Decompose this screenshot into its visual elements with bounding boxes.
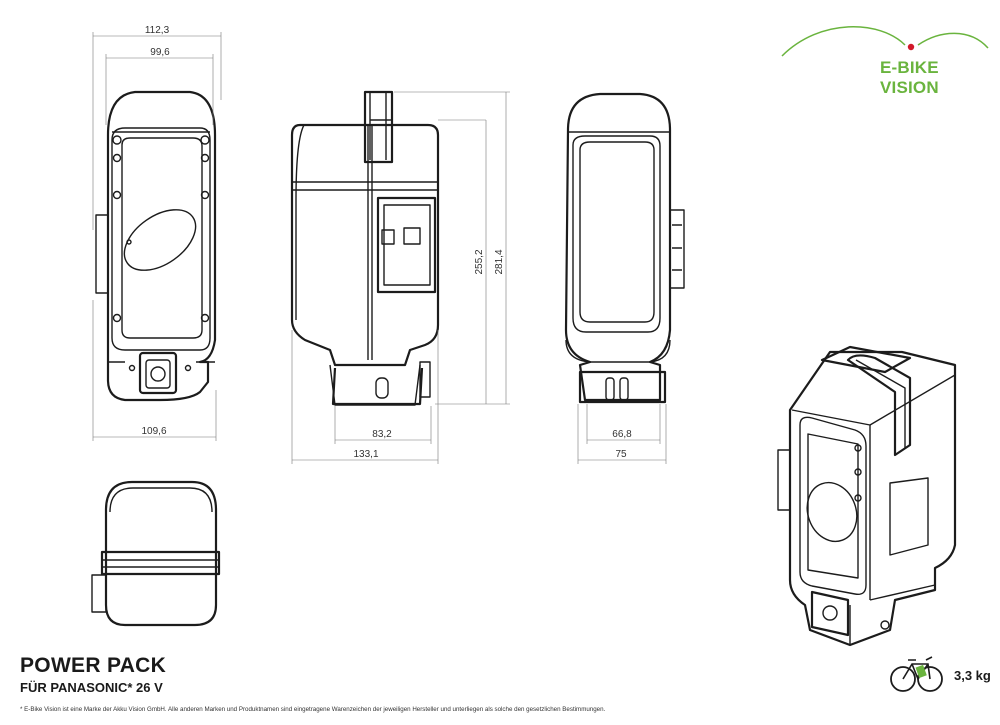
side-view xyxy=(290,90,440,406)
product-weight: 3,3 kg xyxy=(954,668,991,683)
product-title: POWER PACK xyxy=(20,654,167,677)
product-subtitle: FÜR PANASONIC* 26 V xyxy=(20,680,163,695)
footnote: * E-Bike Vision ist eine Marke der Akku … xyxy=(20,706,606,713)
dim-front-overall-width: 112,3 xyxy=(145,25,170,36)
dim-side-height-overall: 281,4 xyxy=(494,249,505,274)
dim-side-base-width: 83,2 xyxy=(372,429,392,440)
top-view xyxy=(91,480,221,627)
dim-front-top-width: 99,6 xyxy=(150,47,170,58)
dim-back-base-width: 66,8 xyxy=(612,429,632,440)
back-dimensions: 66,8 75 xyxy=(577,404,667,464)
side-dimensions: 255,2 281,4 83,2 133,1 xyxy=(291,91,510,464)
front-dimensions: 112,3 99,6 109,6 xyxy=(92,25,222,441)
dim-side-overall-width: 133,1 xyxy=(353,449,378,460)
bicycle-icon xyxy=(890,656,943,692)
isometric-view xyxy=(777,345,957,647)
dim-front-bottom-width: 109,6 xyxy=(141,426,166,437)
back-view xyxy=(564,92,685,404)
dim-side-height-inner: 255,2 xyxy=(474,249,485,274)
front-view xyxy=(95,90,217,402)
dim-back-overall-width: 75 xyxy=(615,449,627,460)
logo-swoosh-icon xyxy=(781,26,989,57)
brand-logo-text: E-BIKE VISION xyxy=(880,58,939,97)
